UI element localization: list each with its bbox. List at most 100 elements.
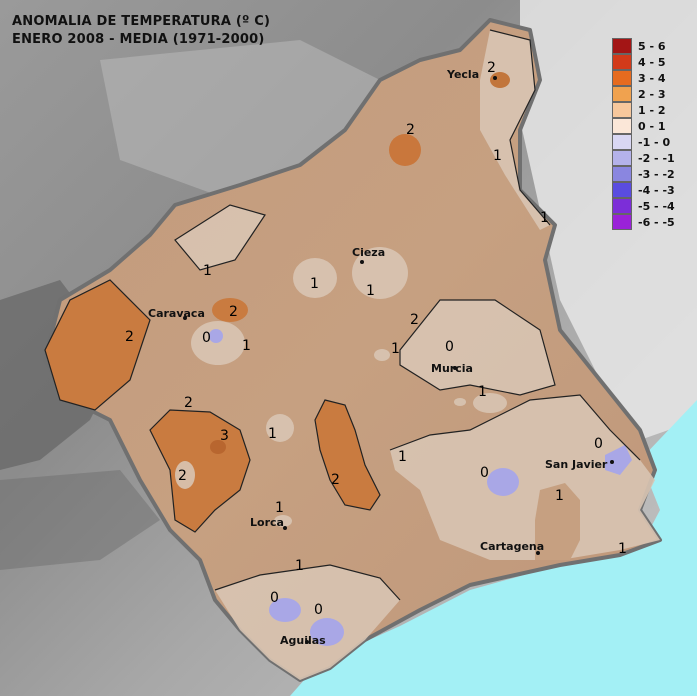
- legend-label: 2 - 3: [638, 87, 666, 101]
- iso-yecla-1: 1: [493, 148, 502, 164]
- legend-item: 1 - 2: [612, 102, 690, 118]
- zone-caravaca-0-1: [209, 329, 223, 343]
- iso-sanjavier-0: 0: [594, 436, 603, 452]
- isoline-west: [174, 204, 266, 271]
- zone-aguilas-1-2: [215, 565, 400, 680]
- zone-sw-1-2: [175, 461, 195, 489]
- isolines: [44, 29, 641, 601]
- zone-lorca-1-2: [274, 515, 292, 527]
- zone-sw-3-4: [210, 440, 226, 454]
- city-cieza: Cieza: [352, 246, 385, 259]
- legend-item: 0 - 1: [612, 118, 690, 134]
- city-aguilas: Aguilas: [280, 634, 326, 647]
- iso-center-1: 1: [391, 341, 400, 357]
- legend-swatch: [612, 150, 632, 166]
- terrain-light-east: [520, 0, 697, 440]
- zone-cartagena-1-2: [535, 483, 580, 560]
- isoline-south-2: [314, 399, 381, 511]
- legend-swatch: [612, 102, 632, 118]
- zone-center-small: [374, 349, 390, 361]
- iso-cieza-1a: 1: [310, 276, 319, 292]
- zone-south-2-3: [315, 400, 380, 510]
- legend-label: -5 - -4: [638, 199, 675, 213]
- legend-item: 4 - 5: [612, 54, 690, 70]
- zone-sanjavier-0-1: [605, 445, 632, 475]
- zone-caravaca-1-2: [191, 321, 245, 365]
- legend-swatch: [612, 70, 632, 86]
- isoline-yecla: [489, 29, 551, 226]
- iso-aguilas-0b: 0: [314, 602, 323, 618]
- iso-sw-2b: 2: [178, 468, 187, 484]
- city-san-javier: San Javier: [545, 458, 608, 471]
- legend: 5 - 6 4 - 5 3 - 4 2 - 3 1 - 2 0 - 1 -1 - 0 -2 -…: [612, 38, 690, 230]
- legend-swatch: [612, 118, 632, 134]
- zone-mid-1-2: [266, 414, 294, 442]
- legend-label: -2 - -1: [638, 151, 675, 165]
- zone-aguilas-0-1b: [310, 618, 344, 646]
- zone-north-2-3: [389, 134, 421, 166]
- legend-label: -6 - -5: [638, 215, 675, 229]
- city-markers: [183, 76, 614, 644]
- zone-murcia-small: [473, 393, 507, 413]
- iso-north-2: 2: [406, 122, 415, 138]
- iso-caravaca-1: 1: [242, 338, 251, 354]
- iso-aguilas-0a: 0: [270, 590, 279, 606]
- legend-item: -1 - 0: [612, 134, 690, 150]
- zone-murcia-0-1: [400, 300, 555, 395]
- isoline-west-2: [44, 279, 151, 411]
- sea: [290, 400, 697, 696]
- iso-sw-3: 3: [220, 428, 229, 444]
- legend-swatch: [612, 182, 632, 198]
- zone-caravaca-2-3: [212, 298, 248, 322]
- legend-swatch: [612, 38, 632, 54]
- legend-item: -4 - -3: [612, 182, 690, 198]
- legend-swatch: [612, 54, 632, 70]
- legend-label: -1 - 0: [638, 135, 671, 149]
- iso-cartagena-1: 1: [555, 488, 564, 504]
- map-subtitle: ENERO 2008 - MEDIA (1971-2000): [12, 32, 265, 47]
- legend-label: 1 - 2: [638, 103, 666, 117]
- isoline-plain: [389, 394, 641, 461]
- legend-swatch: [612, 134, 632, 150]
- city-labels: Yecla Cieza Caravaca Murcia San Javier L…: [148, 68, 608, 647]
- iso-plain-1: 1: [398, 449, 407, 465]
- legend-label: 4 - 5: [638, 55, 666, 69]
- zone-cieza-1-2b: [352, 247, 408, 299]
- iso-caravaca-0: 0: [202, 330, 211, 346]
- city-yecla: Yecla: [446, 68, 479, 81]
- legend-item: -3 - -2: [612, 166, 690, 182]
- iso-coast-1: 1: [618, 541, 627, 557]
- legend-item: -6 - -5: [612, 214, 690, 230]
- isoline-sw: [149, 409, 251, 533]
- zone-west-2-3: [45, 280, 150, 410]
- city-lorca: Lorca: [250, 516, 284, 529]
- iso-campo-0: 0: [480, 465, 489, 481]
- iso-caravaca-2: 2: [229, 304, 238, 320]
- legend-label: 0 - 1: [638, 119, 666, 133]
- legend-swatch: [612, 198, 632, 214]
- anomaly-zones: [45, 30, 660, 680]
- legend-swatch: [612, 214, 632, 230]
- legend-label: 5 - 6: [638, 39, 666, 53]
- iso-aguilas-1: 1: [295, 558, 304, 574]
- city-cartagena: Cartagena: [480, 540, 544, 553]
- legend-swatch: [612, 166, 632, 182]
- isoline-labels: 1 2 2 1 1 1 1 2 0 1 2 2 1 0 1 2 3 2 1 2 …: [125, 60, 627, 618]
- iso-mid-1: 1: [268, 426, 277, 442]
- legend-item: 2 - 3: [612, 86, 690, 102]
- legend-item: 5 - 6: [612, 38, 690, 54]
- city-murcia: Murcia: [431, 362, 473, 375]
- iso-west-1: 1: [203, 263, 212, 279]
- isoline-aguilas: [214, 564, 401, 601]
- iso-yecla-2: 2: [487, 60, 496, 76]
- iso-south-2: 2: [331, 472, 340, 488]
- legend-item: -5 - -4: [612, 198, 690, 214]
- iso-center-2: 2: [410, 312, 419, 328]
- legend-label: -4 - -3: [638, 183, 675, 197]
- iso-east-1: 1: [540, 210, 549, 226]
- legend-label: 3 - 4: [638, 71, 666, 85]
- iso-sw-2: 2: [184, 395, 193, 411]
- zone-center-tiny: [454, 398, 466, 406]
- zone-aguilas-0-1a: [269, 598, 301, 622]
